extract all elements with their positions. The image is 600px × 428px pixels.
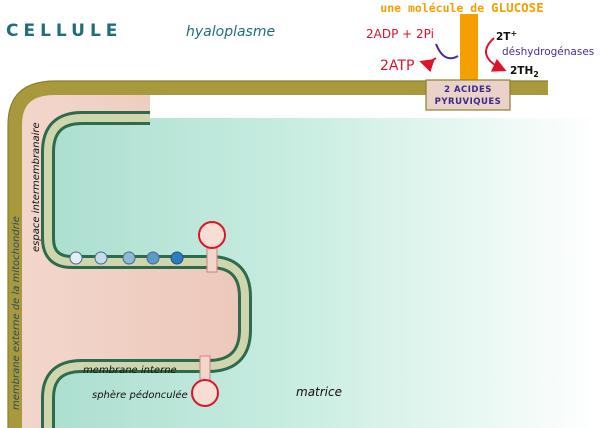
atp-synthase-label: sphère pédonculée [92, 389, 188, 401]
atp-label: 2ATP [380, 58, 414, 74]
atp-arrow [435, 43, 459, 60]
atp-synthase-upper [198, 221, 226, 273]
coenzyme-label: 2T+ [496, 29, 517, 43]
carrier-4 [146, 251, 160, 265]
pyruvate-line1: 2 ACIDES [444, 85, 492, 95]
carrier-2 [94, 251, 108, 265]
inner-membrane [44, 114, 249, 428]
reactant-label: 2ADP + 2Pi [366, 27, 434, 41]
intermembrane-label: espace intermembranaire [31, 122, 42, 252]
atp-synthase-lower [191, 355, 219, 407]
cytoplasm-label: hyaloplasme [186, 24, 275, 40]
carrier-3 [122, 251, 136, 265]
cell-title: CELLULE [6, 21, 122, 41]
pyruvate-line2: PYRUVIQUES [435, 97, 502, 107]
carrier-1 [69, 251, 83, 265]
outer-membrane [8, 81, 548, 428]
enzyme-label: déshydrogénases [502, 46, 594, 58]
glucose-caption: une molécule de GLUCOSE [380, 0, 543, 15]
pyruvate-box [425, 79, 511, 111]
matrix-label: matrice [296, 385, 342, 399]
intermembrane-space-region [20, 88, 245, 428]
carrier-5 [170, 251, 184, 265]
inner-membrane-label: membrane interne [83, 365, 177, 376]
outer-membrane-edge [7, 80, 548, 428]
outer-membrane-label: membrane externe de la mitochondrie [11, 216, 22, 410]
atp-arrow-head [419, 57, 437, 73]
glucose-bar [460, 14, 478, 82]
reduced-coenzyme-label: 2TH2 [510, 65, 539, 79]
coenzyme-arrow [485, 37, 507, 72]
